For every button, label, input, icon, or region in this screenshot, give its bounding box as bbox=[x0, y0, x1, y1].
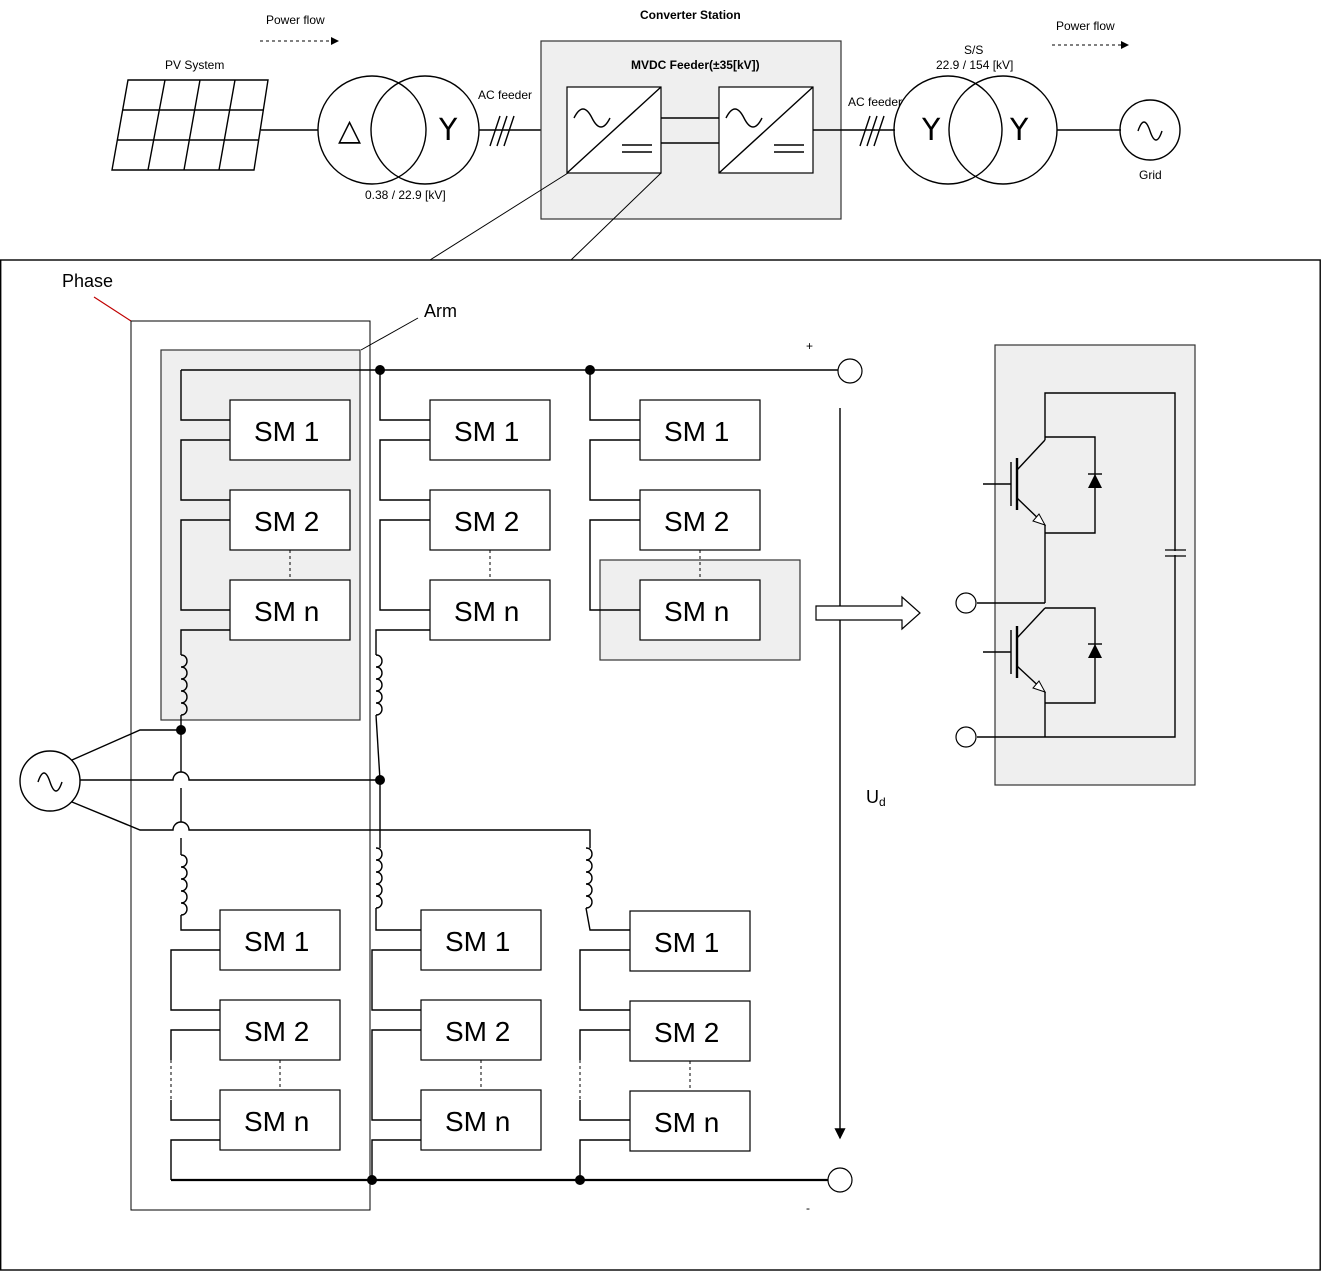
upper-arm-3: SM 1 SM 2 SM n bbox=[589, 370, 761, 641]
sm-box bbox=[219, 1089, 341, 1151]
grid-label: Grid bbox=[1139, 168, 1162, 182]
detail-frame bbox=[0, 259, 1321, 1271]
sm-box bbox=[629, 1000, 751, 1062]
sm-box bbox=[639, 489, 761, 551]
sm-label: SM 2 bbox=[244, 1016, 309, 1047]
ac-feeder-right-label: AC feeder bbox=[848, 95, 902, 109]
sm-box bbox=[629, 1090, 751, 1152]
pv-panel-icon bbox=[111, 79, 269, 171]
sm-label: SM n bbox=[254, 596, 319, 627]
sm-label: SM n bbox=[454, 596, 519, 627]
sm-box bbox=[429, 579, 551, 641]
lower-arm-3: SM 1 SM 2 SM n bbox=[579, 847, 751, 1180]
sm-label: SM 2 bbox=[654, 1017, 719, 1048]
sm-label: SM 1 bbox=[664, 416, 729, 447]
zoom-line-left bbox=[429, 172, 569, 261]
plus-sign: + bbox=[806, 339, 813, 353]
svg-text:Y: Y bbox=[1009, 113, 1029, 148]
sm-label: SM n bbox=[244, 1106, 309, 1137]
phase-box bbox=[130, 320, 371, 1211]
svg-text:△: △ bbox=[338, 113, 361, 148]
sm-label: SM 2 bbox=[254, 506, 319, 537]
sm-label: SM n bbox=[664, 596, 729, 627]
zoom-line-right bbox=[570, 172, 662, 261]
phase-c-line bbox=[71, 801, 591, 848]
phase-a-line bbox=[71, 729, 181, 761]
sm-box bbox=[420, 909, 542, 971]
power-flow-left-label: Power flow bbox=[266, 13, 325, 27]
sm-box bbox=[629, 910, 751, 972]
three-phase-mark-left bbox=[489, 115, 515, 147]
sm-label: SM 1 bbox=[445, 926, 510, 957]
sm-box bbox=[229, 399, 351, 461]
mvdc-feeder-label: MVDC Feeder(±35[kV]) bbox=[631, 58, 760, 72]
svg-text:Y: Y bbox=[921, 113, 941, 148]
converter-left-icon bbox=[566, 86, 662, 174]
phase-b-line bbox=[80, 771, 380, 781]
three-phase-mark-right bbox=[859, 115, 885, 147]
minus-sign: - bbox=[806, 1201, 810, 1215]
transformer-left-ratio: 0.38 / 22.9 [kV] bbox=[365, 188, 446, 202]
sm-box bbox=[429, 399, 551, 461]
sm-label: SM 1 bbox=[454, 416, 519, 447]
sm-label: SM 1 bbox=[244, 926, 309, 957]
sm-label: SM 1 bbox=[654, 927, 719, 958]
ac-feeder-left-label: AC feeder bbox=[478, 88, 532, 102]
converter-right-icon bbox=[718, 86, 814, 174]
sm-box bbox=[429, 489, 551, 551]
terminal-positive bbox=[837, 358, 863, 384]
sm-label: SM 1 bbox=[254, 416, 319, 447]
igbt-lower-icon bbox=[983, 607, 1102, 737]
arm-pointer bbox=[360, 317, 419, 351]
transformer-right-icon: Y Y bbox=[893, 75, 1058, 185]
sm-label: SM 2 bbox=[664, 506, 729, 537]
sm-label: SM n bbox=[445, 1106, 510, 1137]
power-flow-right-label: Power flow bbox=[1056, 19, 1115, 33]
ss-ratio: 22.9 / 154 [kV] bbox=[936, 58, 1013, 72]
sm-box bbox=[420, 1089, 542, 1151]
sm-box bbox=[229, 579, 351, 641]
svg-text:Y: Y bbox=[438, 113, 458, 148]
sm-box bbox=[639, 399, 761, 461]
ud-label: Ud bbox=[866, 787, 886, 809]
transformer-left-icon: △ Y bbox=[317, 75, 480, 185]
sm-box bbox=[219, 909, 341, 971]
capacitor-icon bbox=[1165, 549, 1186, 557]
phase-pointer bbox=[93, 296, 132, 322]
converter-station-label: Converter Station bbox=[640, 8, 741, 22]
terminal-2 bbox=[955, 726, 977, 748]
arm-label: Arm bbox=[424, 301, 457, 321]
igbt-upper-icon bbox=[983, 436, 1102, 603]
sm-label: SM n bbox=[654, 1107, 719, 1138]
ss-label: S/S bbox=[964, 43, 983, 57]
lower-arm-1: SM 1 SM 2 SM n bbox=[170, 854, 341, 1180]
lower-arm-2: SM 1 SM 2 SM n bbox=[371, 847, 542, 1180]
phase-label: Phase bbox=[62, 271, 113, 291]
expand-arrow-icon bbox=[815, 595, 921, 631]
sm-box bbox=[229, 489, 351, 551]
system-overview: Power flow PV System △ Y 0.38 / 22.9 [kV… bbox=[111, 8, 1181, 261]
grid-source-icon bbox=[1119, 99, 1181, 161]
sm-label: SM 2 bbox=[454, 506, 519, 537]
half-bridge-submodule bbox=[955, 344, 1196, 786]
upper-arm-1: SM 1 SM 2 SM n bbox=[180, 370, 351, 730]
upper-arm-2: SM 1 SM 2 SM n bbox=[375, 370, 551, 781]
sm-box bbox=[639, 579, 761, 641]
ac-source-icon bbox=[19, 750, 81, 812]
pv-system-label: PV System bbox=[165, 58, 224, 72]
terminal-negative bbox=[827, 1167, 853, 1193]
sm-label: SM 2 bbox=[445, 1016, 510, 1047]
terminal-1 bbox=[955, 592, 977, 614]
